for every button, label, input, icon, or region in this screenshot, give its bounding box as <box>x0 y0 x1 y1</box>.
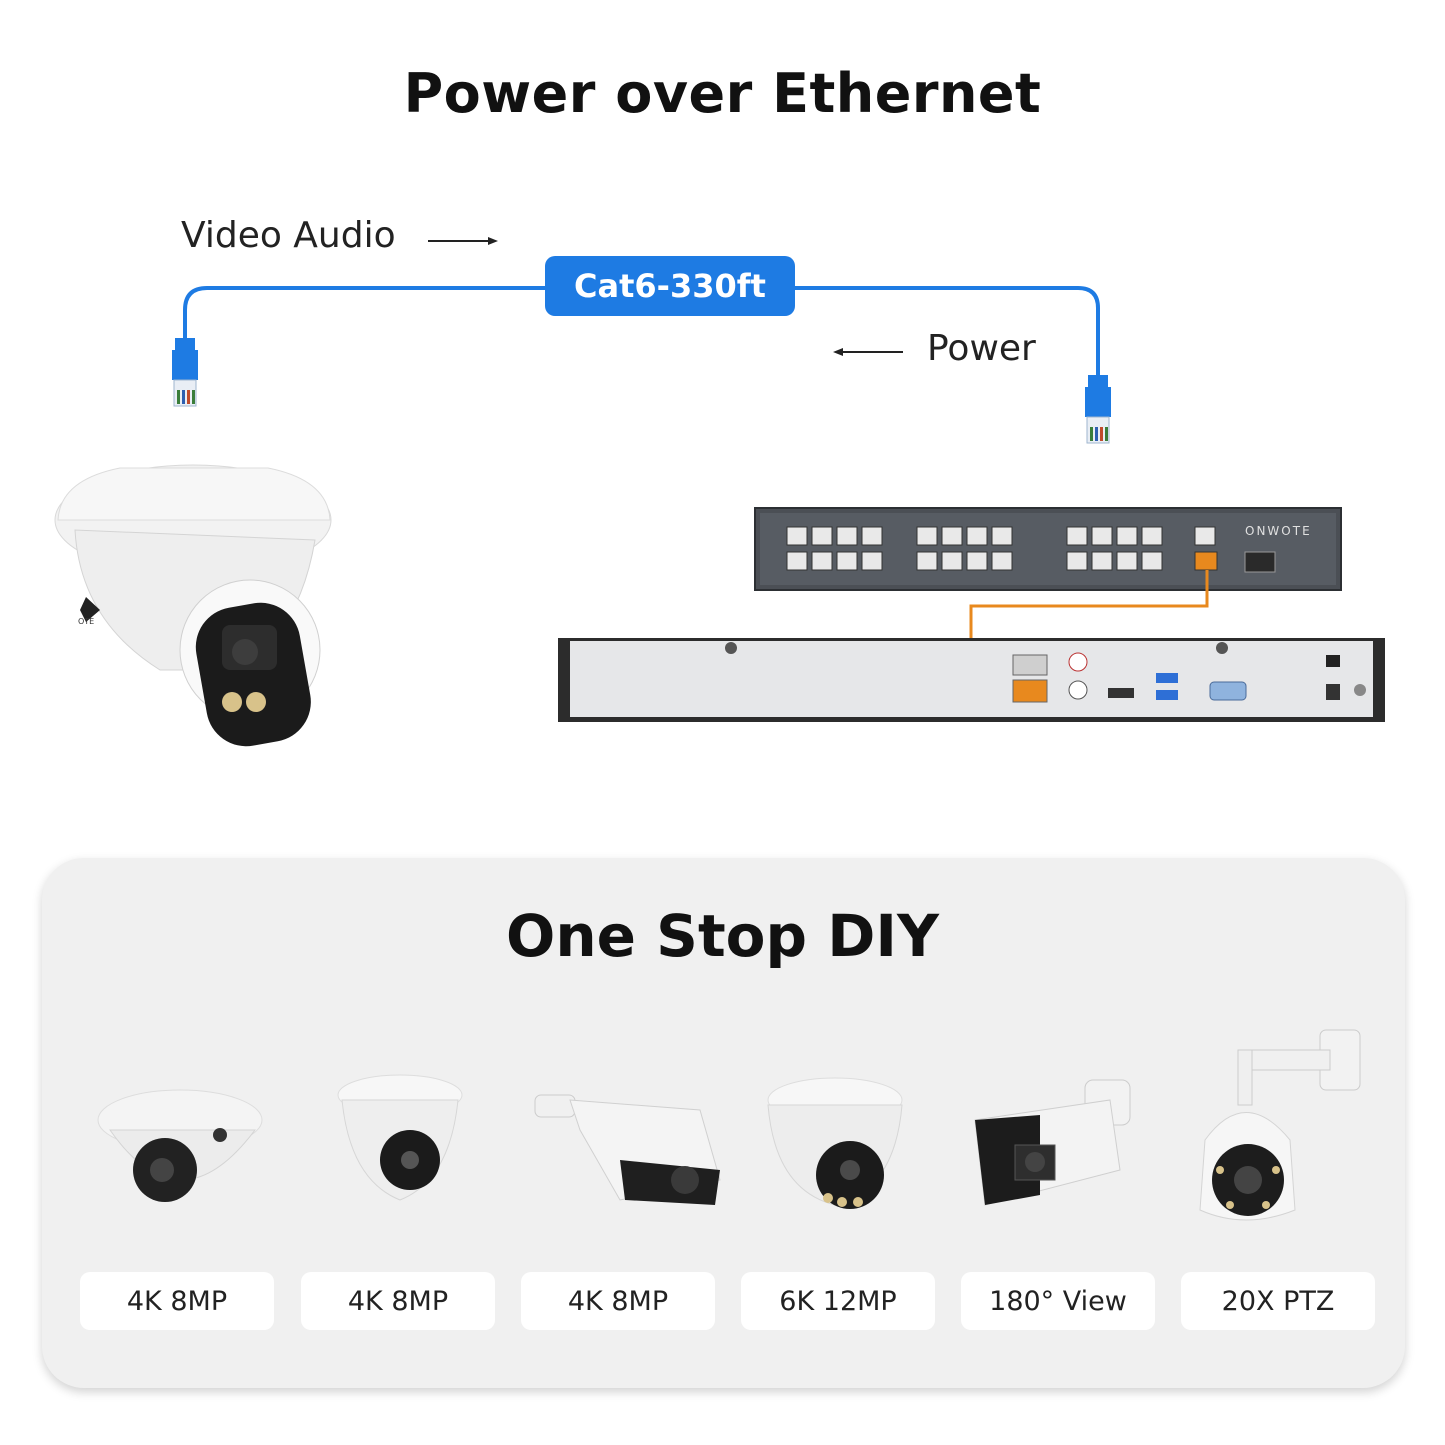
cable-diagram: OTE ONWOTE <box>54 237 1385 747</box>
arrow-right-icon <box>428 237 498 245</box>
mini-dome-camera-icon <box>97 1089 263 1202</box>
camera-spec-label: 4K 8MP <box>521 1272 715 1330</box>
turret-camera-icon: OTE <box>54 464 332 747</box>
page-title: Power over Ethernet <box>403 62 1042 125</box>
camera-spec-label: 6K 12MP <box>741 1272 935 1330</box>
camera-spec-label: 4K 8MP <box>80 1272 274 1330</box>
bullet-camera-icon <box>534 1094 721 1205</box>
camera-brand-text: OTE <box>78 617 94 626</box>
video-audio-label: Video Audio <box>181 215 396 256</box>
section-title: One Stop DIY <box>506 902 939 970</box>
camera-lineup <box>97 1029 1361 1221</box>
camera-spec-label: 20X PTZ <box>1181 1272 1375 1330</box>
poe-switch: ONWOTE <box>754 507 1342 591</box>
dual-lens-bullet-camera-icon <box>974 1079 1131 1206</box>
cable-badge: Cat6-330ft <box>545 256 795 316</box>
camera-spec-label: 4K 8MP <box>301 1272 495 1330</box>
power-label: Power <box>927 328 1036 369</box>
switch-brand-text: ONWOTE <box>1245 524 1312 538</box>
turret-camera-icon <box>337 1074 463 1201</box>
rj45-connector-icon <box>1085 375 1111 444</box>
dome-camera-icon <box>767 1077 903 1209</box>
camera-spec-label: 180° View <box>961 1272 1155 1330</box>
rj45-connector-icon <box>172 338 198 407</box>
ptz-camera-icon <box>1199 1029 1361 1221</box>
nvr-recorder <box>558 638 1385 722</box>
arrow-left-icon <box>833 348 903 356</box>
